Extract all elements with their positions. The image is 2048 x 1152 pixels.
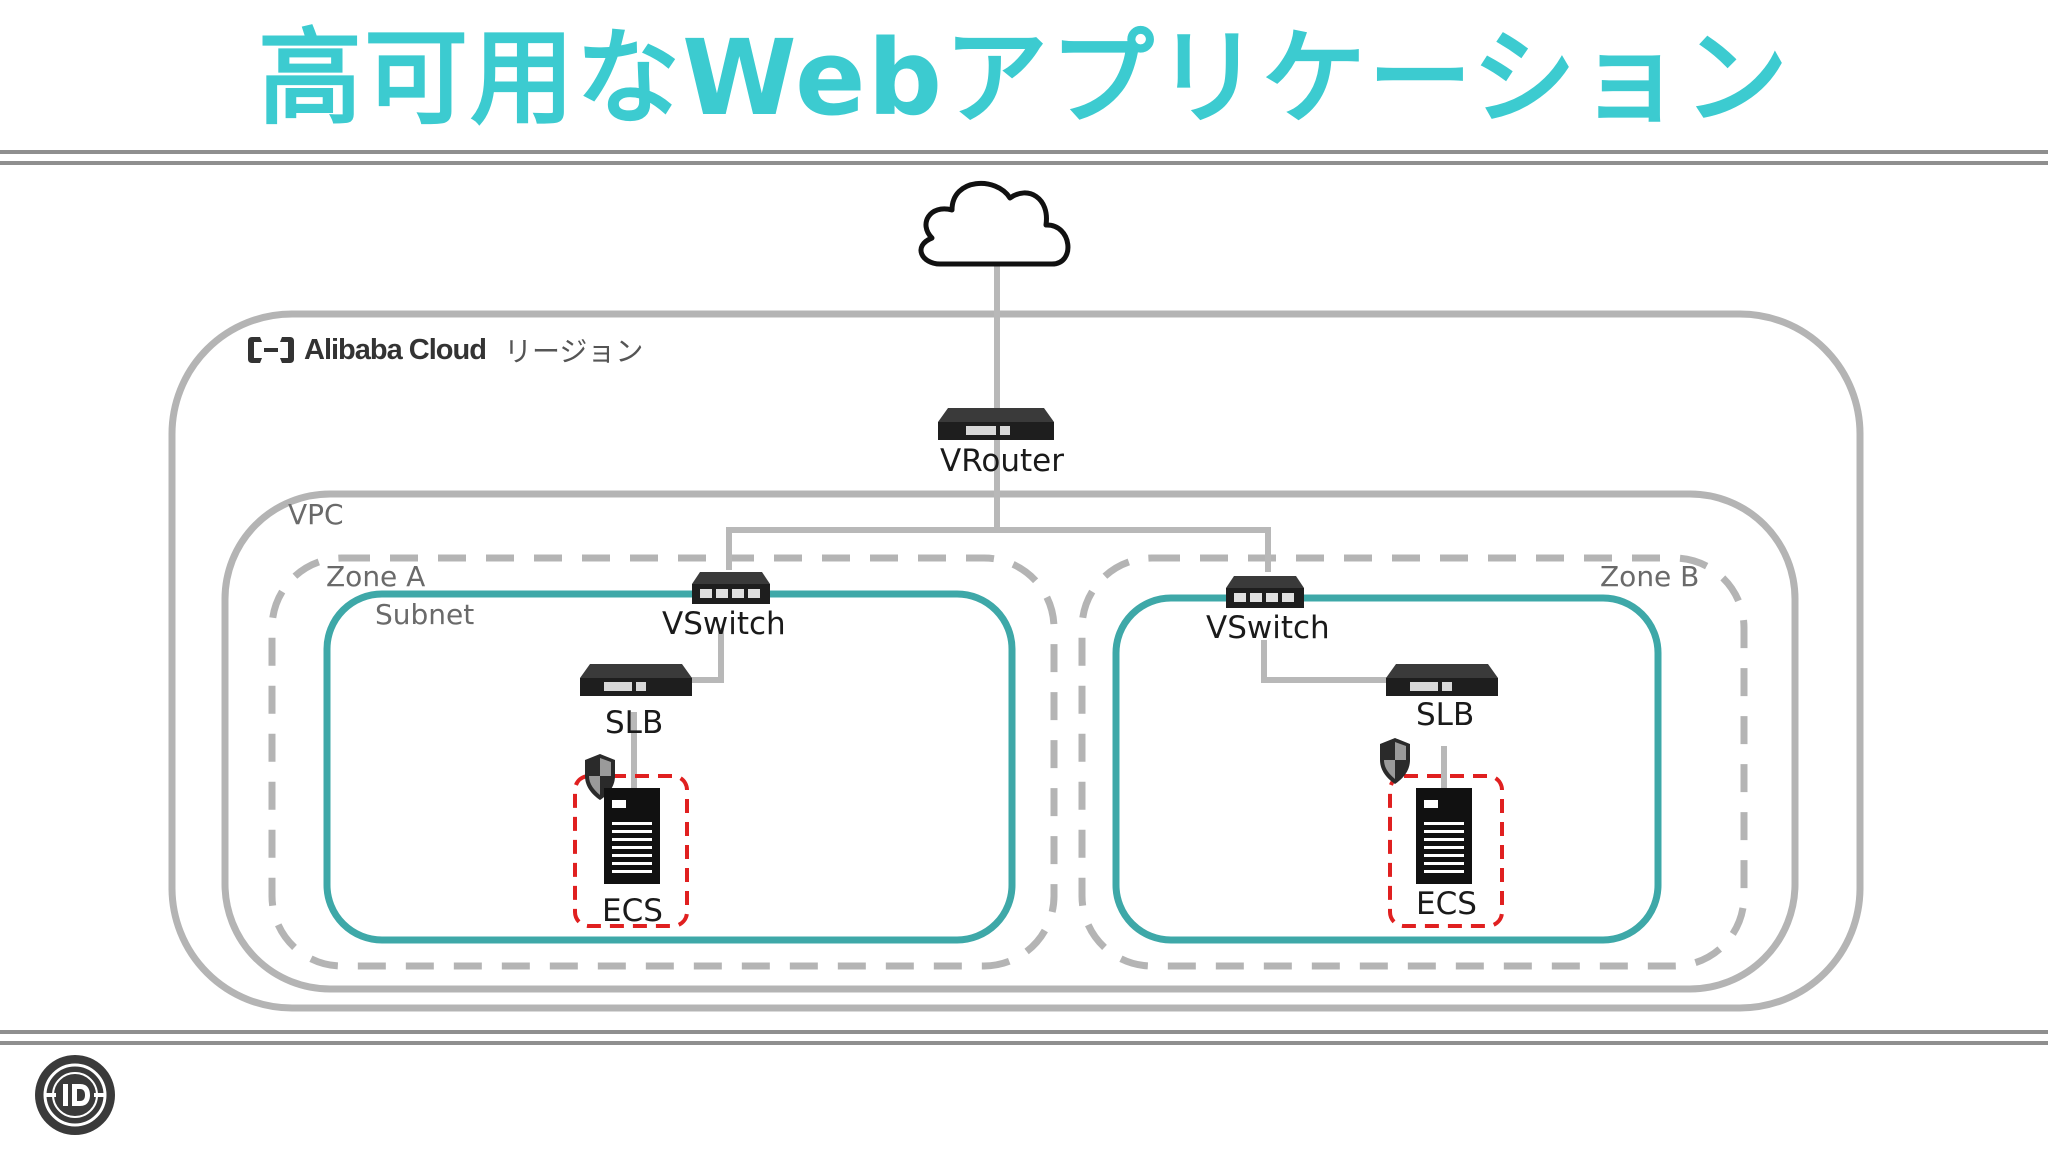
top-divider-2: [0, 161, 2048, 165]
server-icon: [604, 788, 660, 884]
bottom-divider-2: [0, 1041, 2048, 1045]
ecs-a-label: ECS: [602, 893, 663, 929]
subnet-b-container: [1112, 594, 1662, 944]
channel-logo-icon: [35, 1055, 115, 1135]
region-name-label: リージョン: [503, 335, 644, 368]
vpc-container: [221, 490, 1799, 993]
vrouter-label: VRouter: [940, 443, 1064, 479]
alibaba-cloud-logo-icon: [248, 337, 294, 363]
server-icon: [1416, 788, 1472, 884]
region-brand-name: Alibaba Cloud: [304, 333, 487, 366]
connection-lines: [631, 264, 1447, 790]
ecs-b-label: ECS: [1416, 886, 1477, 922]
bottom-divider: [0, 1030, 2048, 1034]
slb-b-label: SLB: [1416, 697, 1475, 733]
load-balancer-icon: [580, 664, 692, 696]
zone-a-container: [268, 554, 1058, 970]
security-group-a: [573, 774, 689, 928]
shield-icon: [1380, 738, 1410, 784]
load-balancer-icon: [1386, 664, 1498, 696]
vpc-label: VPC: [288, 498, 344, 531]
switch-icon: [692, 572, 770, 604]
region-container: [168, 310, 1864, 1012]
switch-icon: [1226, 576, 1304, 608]
top-divider: [0, 150, 2048, 154]
subnet-a-container: [323, 590, 1016, 944]
zone-b-container: [1078, 554, 1748, 970]
vswitch-b-label: VSwitch: [1206, 610, 1330, 646]
subnet-label: Subnet: [375, 598, 475, 631]
slide-title: 高可用なWebアプリケーション: [258, 17, 1790, 139]
security-group-b: [1388, 774, 1504, 928]
zone-a-label: Zone A: [326, 560, 426, 593]
vswitch-a-label: VSwitch: [662, 606, 786, 642]
router-icon: [938, 408, 1054, 440]
region-label: Alibaba Cloud リージョン: [246, 328, 643, 372]
cloud-icon: [918, 180, 1071, 267]
slb-a-label: SLB: [605, 705, 664, 741]
zone-b-label: Zone B: [1600, 560, 1700, 593]
